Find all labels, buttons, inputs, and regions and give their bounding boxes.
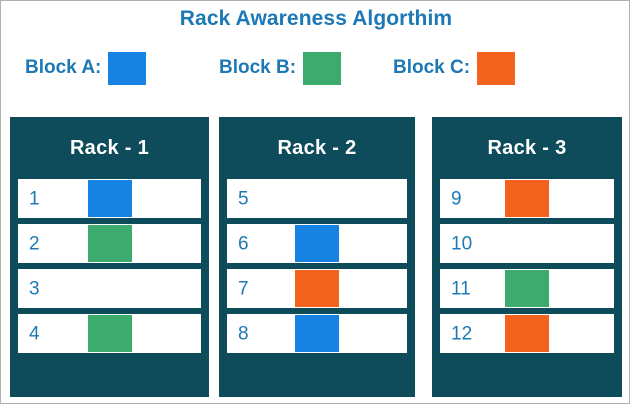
rack-title-1: Rack - 1 (69, 137, 150, 159)
rack-panel-1: Rack - 1 1 2 3 4 (10, 117, 209, 397)
slot-number: 12 (451, 323, 473, 344)
rack-1-slot-4[interactable]: 4 (18, 314, 201, 353)
slot-block (505, 180, 549, 217)
rack-3-slot-12[interactable]: 12 (440, 314, 614, 353)
legend-item-block-c: Block C: (393, 49, 516, 87)
rack-2-slot-8[interactable]: 8 (227, 314, 407, 353)
page-title: Rack Awareness Algorthim (179, 7, 453, 30)
rack-2-slot-7[interactable]: 7 (227, 269, 407, 308)
slot-number: 4 (29, 323, 40, 344)
slot-number: 9 (451, 188, 462, 209)
rack-1-slot-3[interactable]: 3 (18, 269, 201, 308)
legend-item-block-b: Block B: (219, 49, 342, 87)
slot-block (505, 270, 549, 307)
rack-3-slot-9[interactable]: 9 (440, 179, 614, 218)
slot-number: 3 (29, 278, 40, 299)
legend-label-block-c: Block C: (393, 57, 471, 78)
rack-3-slot-11[interactable]: 11 (440, 269, 614, 308)
slot-number: 7 (238, 278, 249, 299)
slot-number: 8 (238, 323, 249, 344)
slot-block (295, 315, 339, 352)
legend: Block A: Block B: Block C: (1, 49, 629, 87)
legend-swatch-blue-icon (108, 51, 147, 85)
slot-number: 6 (238, 233, 249, 254)
rack-3-slot-10[interactable]: 10 (440, 224, 614, 263)
legend-swatch-orange-icon (477, 51, 516, 85)
slot-block (87, 180, 132, 217)
slot-block (87, 315, 132, 352)
rack-2-slot-6[interactable]: 6 (227, 224, 407, 263)
racks-container: Rack - 1 1 2 3 4 Rack - 2 5 (1, 117, 629, 399)
rack-title-2: Rack - 2 (277, 137, 357, 159)
legend-label-block-b: Block B: (219, 57, 297, 78)
slot-block (505, 315, 549, 352)
rack-title-3: Rack - 3 (487, 137, 567, 159)
slot-number: 5 (238, 188, 249, 209)
rack-1-slot-2[interactable]: 2 (18, 224, 201, 263)
slot-block (295, 270, 339, 307)
slot-block (295, 225, 339, 262)
legend-label-block-a: Block A: (25, 57, 102, 78)
legend-swatch-green-icon (303, 51, 342, 85)
slot-number: 10 (451, 233, 473, 254)
rack-panel-3: Rack - 3 9 10 11 12 (432, 117, 622, 397)
rack-panel-2: Rack - 2 5 6 7 8 (219, 117, 415, 397)
slot-number: 2 (29, 233, 40, 254)
slot-block (87, 225, 132, 262)
rack-2-slot-5[interactable]: 5 (227, 179, 407, 218)
slot-number: 1 (29, 188, 40, 209)
legend-item-block-a: Block A: (25, 49, 147, 87)
slot-number: 11 (451, 278, 471, 299)
rack-1-slot-1[interactable]: 1 (18, 179, 201, 218)
